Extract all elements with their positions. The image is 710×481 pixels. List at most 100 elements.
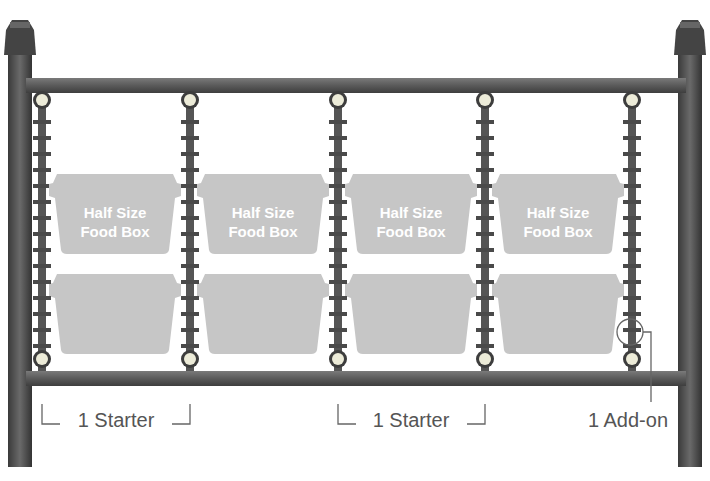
- strip-tick: [623, 248, 641, 252]
- strip-tick: [476, 312, 494, 316]
- strip-tick: [329, 120, 347, 124]
- strip-tick: [623, 264, 641, 268]
- strip-tick: [623, 280, 641, 284]
- strip-tick: [623, 184, 641, 188]
- bracket-label: 1 Starter: [76, 408, 157, 432]
- post: [4, 20, 706, 467]
- strip-tick: [33, 344, 51, 348]
- dot-ring: [329, 91, 347, 109]
- food-box: [492, 274, 624, 354]
- strip-tick: [329, 264, 347, 268]
- strip-tick: [623, 168, 641, 172]
- strip-tick: [329, 168, 347, 172]
- strip-tick: [33, 248, 51, 252]
- strip-tick: [476, 328, 494, 332]
- box-label: Half Size Food Box: [510, 203, 606, 241]
- strip-tick: [329, 200, 347, 204]
- callout-leader: [617, 319, 651, 402]
- strip-tick: [329, 280, 347, 284]
- strip-tick: [623, 312, 641, 316]
- dot-light: [479, 353, 491, 365]
- strip-tick: [623, 200, 641, 204]
- strip-tick: [181, 232, 199, 236]
- dot-ring: [181, 91, 199, 109]
- strip-tick: [33, 312, 51, 316]
- strip-tick: [476, 344, 494, 348]
- strip-tick: [181, 216, 199, 220]
- strip-tick: [33, 136, 51, 140]
- strip-tick: [329, 152, 347, 156]
- strip-tick: [476, 200, 494, 204]
- strip-tick: [33, 280, 51, 284]
- box-label: Half Size Food Box: [67, 203, 163, 241]
- strip-tick: [623, 328, 641, 332]
- strip-tick: [476, 296, 494, 300]
- strip-tick: [33, 168, 51, 172]
- dot-ring: [476, 350, 494, 368]
- food-box: Half Size Food Box: [345, 174, 477, 254]
- divider-strip: [33, 88, 641, 373]
- strip-tick: [181, 296, 199, 300]
- strip-tick: [623, 296, 641, 300]
- dot-light: [332, 353, 344, 365]
- strip-tick: [329, 312, 347, 316]
- strip-tick: [476, 280, 494, 284]
- strip-tick: [181, 184, 199, 188]
- strip-tick: [329, 328, 347, 332]
- dot-light: [332, 94, 344, 106]
- strip-tick: [181, 200, 199, 204]
- strip-tick: [329, 296, 347, 300]
- strip-tick: [476, 152, 494, 156]
- dot-light: [36, 353, 48, 365]
- strip-tick: [33, 200, 51, 204]
- strip-tick: [329, 248, 347, 252]
- strip-tick: [623, 232, 641, 236]
- strip-tick: [33, 184, 51, 188]
- strip-tick: [476, 264, 494, 268]
- bracket-label: 1 Starter: [371, 408, 452, 432]
- strip-tick: [33, 296, 51, 300]
- dot-ring: [476, 91, 494, 109]
- strip-tick: [329, 344, 347, 348]
- strip-tick: [33, 216, 51, 220]
- strip-tick: [181, 136, 199, 140]
- strip-tick: [623, 216, 641, 220]
- dot-light: [184, 94, 196, 106]
- strip-tick: [181, 168, 199, 172]
- box-label: Half Size Food Box: [363, 203, 459, 241]
- strip-tick: [476, 136, 494, 140]
- food-box: [345, 274, 477, 354]
- strip-tick: [476, 168, 494, 172]
- strip-tick: [476, 120, 494, 124]
- strip-tick: [33, 328, 51, 332]
- callout-label: 1 Add-on: [586, 408, 670, 432]
- strip-tick: [476, 248, 494, 252]
- dot-light: [626, 353, 638, 365]
- strip-tick: [329, 136, 347, 140]
- strip-tick: [329, 232, 347, 236]
- dot-ring: [33, 350, 51, 368]
- strip-tick: [33, 152, 51, 156]
- strip-tick: [181, 264, 199, 268]
- food-box: [49, 274, 181, 354]
- dot-light: [36, 94, 48, 106]
- food-box: Half Size Food Box: [197, 174, 329, 254]
- strip-tick: [623, 152, 641, 156]
- dot-ring: [33, 91, 51, 109]
- strip-tick: [181, 248, 199, 252]
- dot-light: [626, 94, 638, 106]
- strip-tick: [623, 136, 641, 140]
- strip-tick: [476, 184, 494, 188]
- dot-light: [184, 353, 196, 365]
- strip-tick: [476, 232, 494, 236]
- strip-tick: [623, 120, 641, 124]
- strip-tick: [329, 184, 347, 188]
- dot-ring: [623, 91, 641, 109]
- strip-tick: [181, 280, 199, 284]
- dot-ring: [181, 350, 199, 368]
- box-label: Half Size Food Box: [215, 203, 311, 241]
- strip-tick: [181, 328, 199, 332]
- rail: [26, 78, 686, 386]
- strip-tick: [33, 264, 51, 268]
- food-box: Half Size Food Box: [49, 174, 181, 254]
